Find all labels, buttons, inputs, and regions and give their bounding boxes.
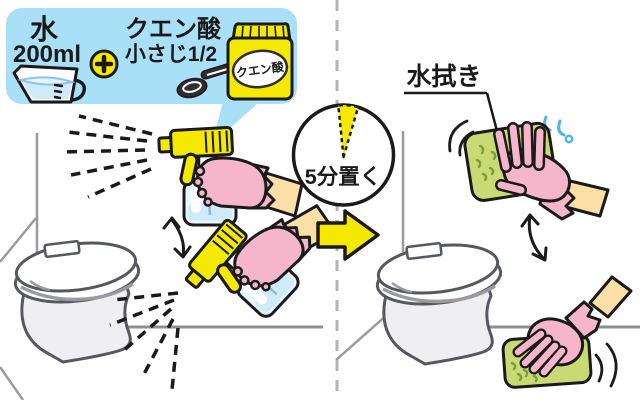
wipe-label: 水拭き [406,63,481,91]
step-arrow-icon [316,209,380,261]
left-bottom-corner-line [0,366,25,400]
spray-mist-upper [63,114,153,199]
recipe-bubble: 水 200ml クエン酸 小さじ1/2 [6,8,297,144]
glove-fingers-upper [493,121,546,196]
swing-arrow-right [520,213,548,262]
swing-arrow-left [162,216,192,259]
package-label: クエン酸 [235,59,286,81]
toilet-right [372,237,506,366]
water-amount-label: 200ml [13,41,81,68]
wiping-hand-lower [501,275,633,389]
right-floor-corner-line [335,313,389,361]
spray-bottle-hand-upper [156,125,304,227]
spray-mist-lower [109,291,180,391]
citric-acid-package-icon: クエン酸 [226,22,294,101]
water-name-label: 水 [30,14,59,45]
measuring-spoon-icon [176,62,235,99]
measuring-cup-icon [12,64,87,104]
wiping-hand-upper [463,121,610,221]
timer-wedge [337,103,360,159]
timer-label: 5分置く [305,165,381,189]
left-floor-corner-line [0,217,37,263]
glove-fingers-lower [512,328,568,378]
acid-amount-label: 小さじ1/2 [125,43,217,66]
wipe-label-group: 水拭き [404,63,499,132]
timer-clock-icon: 5分置く [291,103,396,207]
plus-icon [89,49,119,79]
glove-cuff-lower [564,300,602,340]
panel-spray-step: 水 200ml クエン酸 小さじ1/2 [6,8,349,391]
motion-arc-lower [594,342,618,388]
acid-name-label: クエン酸 [125,16,222,43]
sleeve-lower [588,275,633,319]
panel-wipe-step: 水拭き [404,63,633,389]
